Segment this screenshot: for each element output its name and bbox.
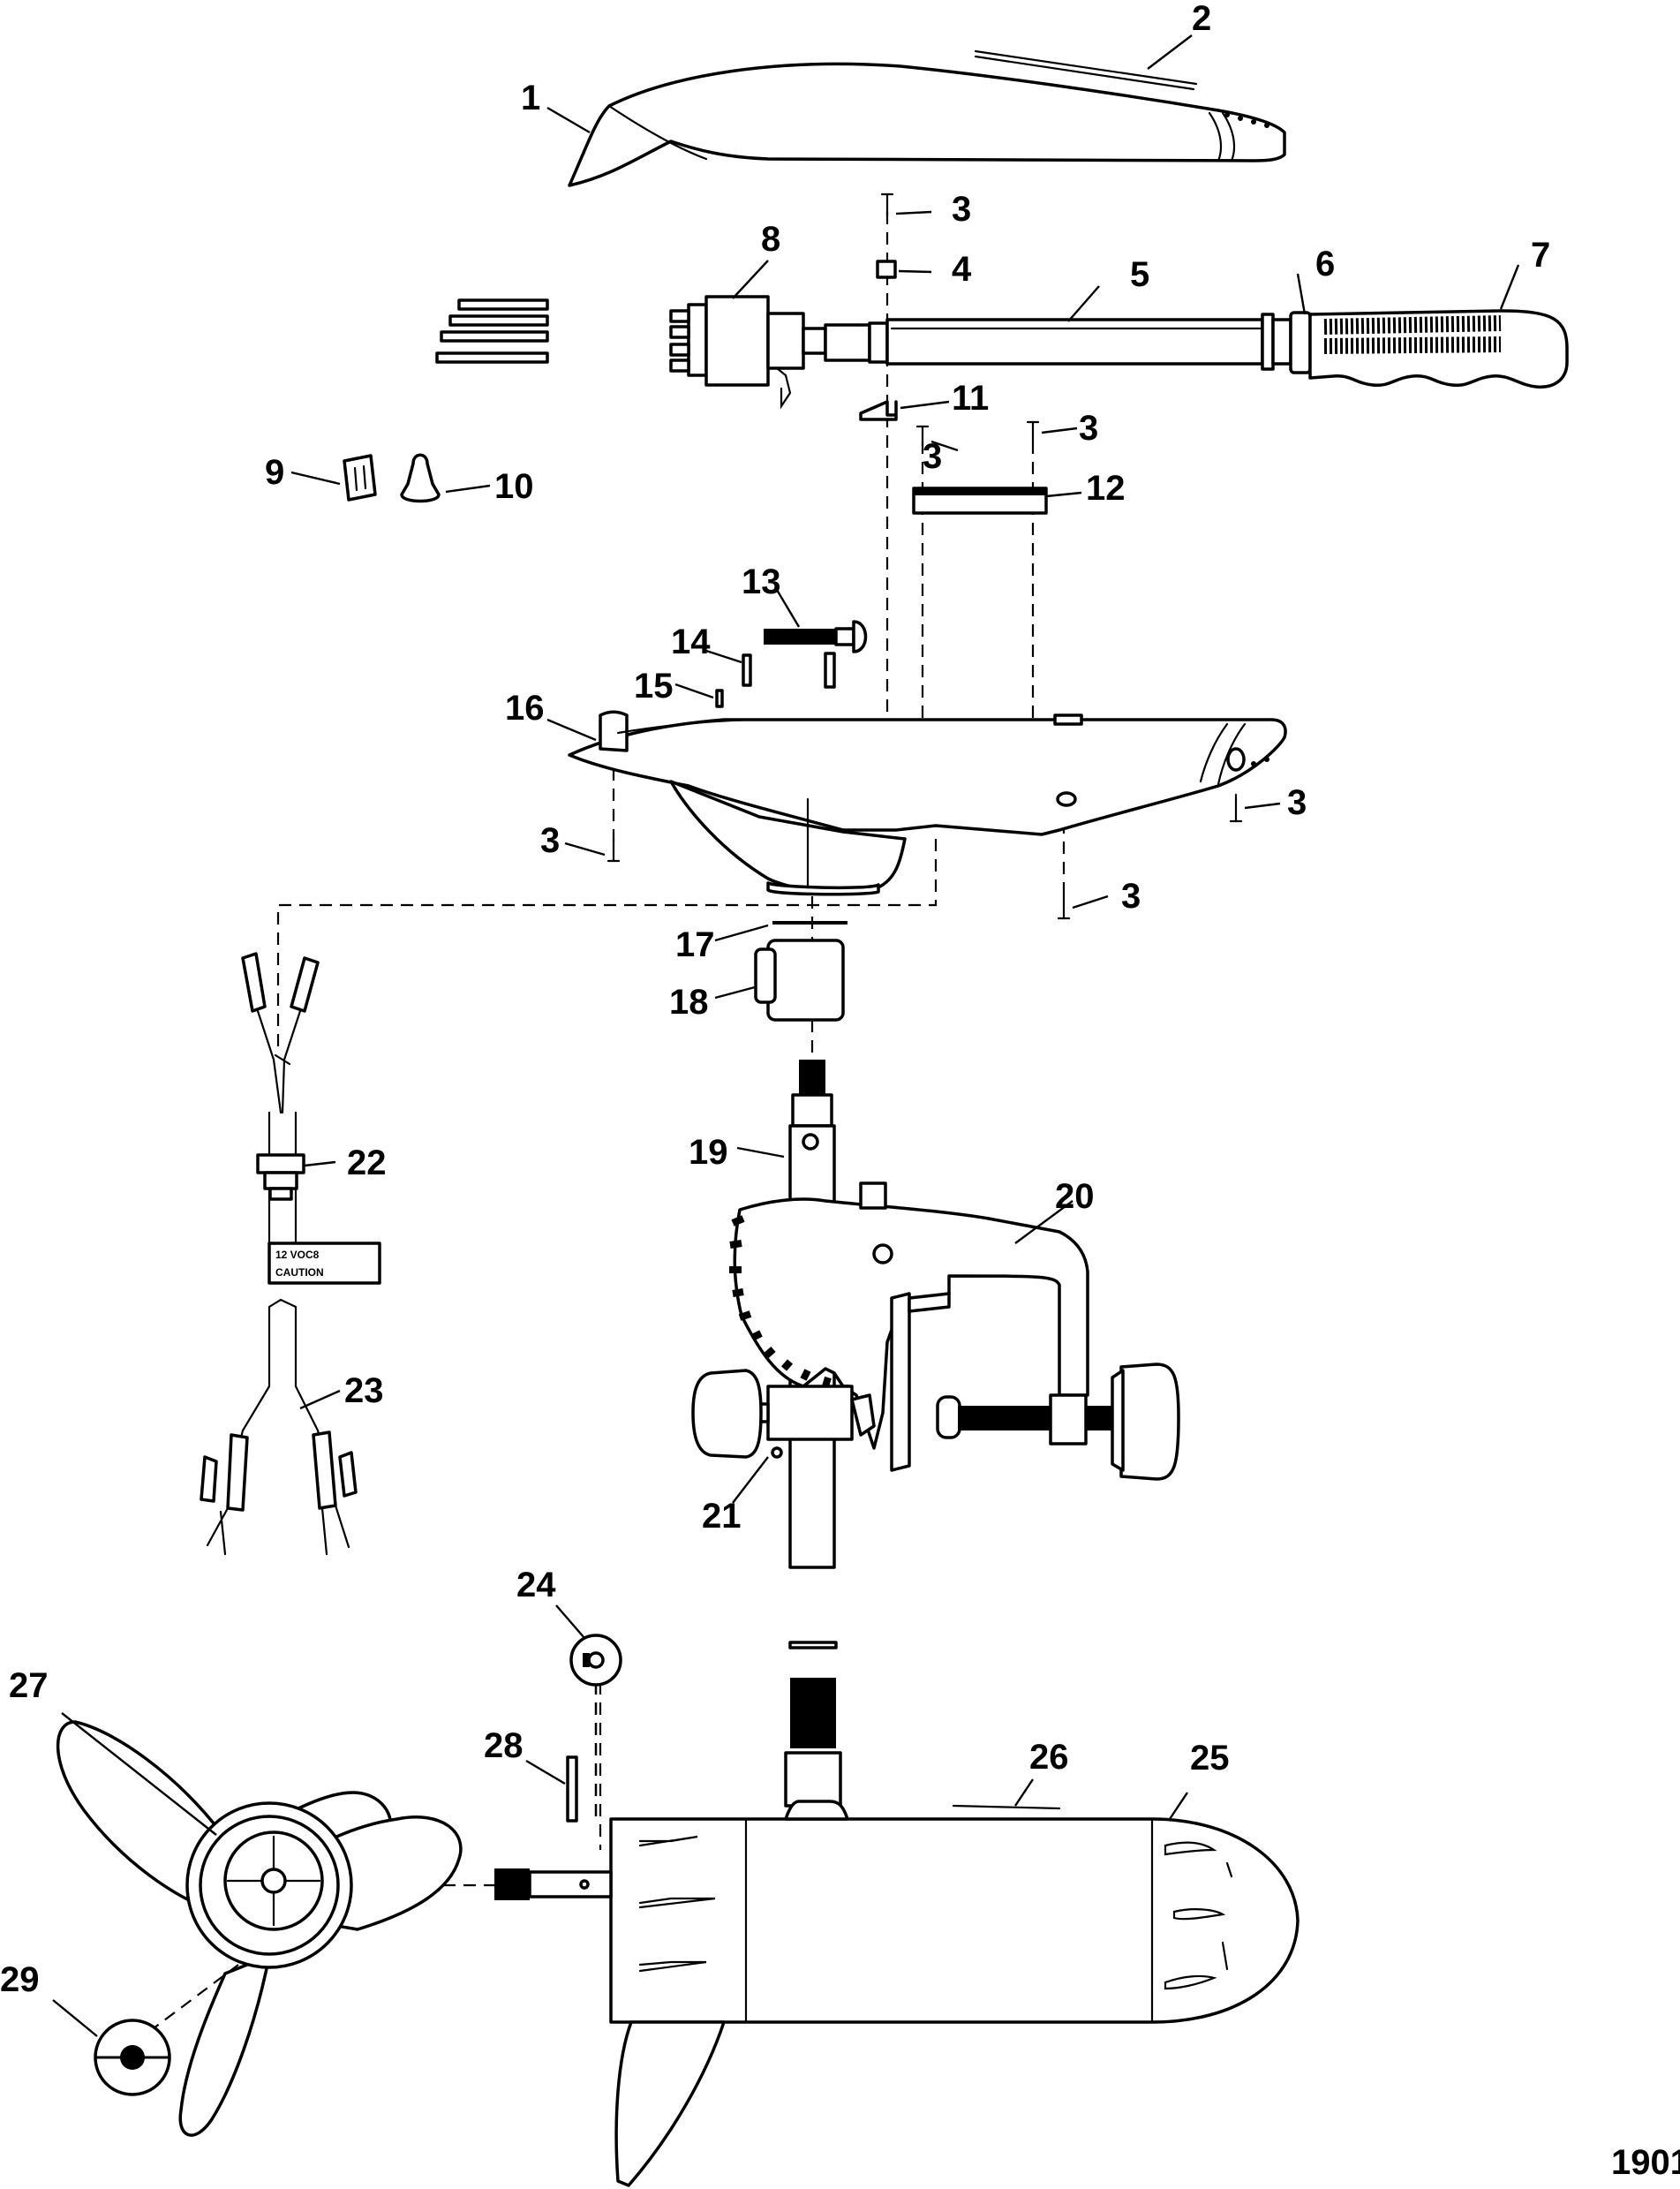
callout-15: 15 xyxy=(634,667,674,706)
callout-25: 25 xyxy=(1190,1739,1230,1778)
propeller-part-27 xyxy=(56,1720,463,2137)
washer-part-14 xyxy=(742,653,752,687)
callout-20: 20 xyxy=(1055,1177,1095,1216)
bolt-part-13 xyxy=(764,620,868,689)
screw-part-3 xyxy=(880,192,894,218)
callout-28: 28 xyxy=(484,1726,524,1765)
callout-14: 14 xyxy=(671,623,711,661)
motor-housing-part-25 xyxy=(609,1800,1300,2187)
callout-21: 21 xyxy=(702,1497,742,1536)
collar-knob-part-21 xyxy=(691,1369,876,1459)
drive-pin-part-28 xyxy=(566,1755,578,1823)
prop-nut-part-29 xyxy=(94,2019,171,2096)
callout-22: 22 xyxy=(347,1144,387,1182)
callout-26: 26 xyxy=(1029,1738,1069,1777)
callout-4: 4 xyxy=(952,250,972,289)
callout-11: 11 xyxy=(952,379,989,418)
callout-27: 27 xyxy=(9,1666,49,1705)
callout-3-d: 3 xyxy=(540,821,560,860)
callout-3-b: 3 xyxy=(923,437,942,476)
handle-grip-part-7 xyxy=(1308,309,1569,389)
callout-1: 1 xyxy=(521,79,540,117)
decal-part-26 xyxy=(952,1804,1061,1810)
pin-part-15 xyxy=(715,689,724,708)
figure-number: 1901 xyxy=(1611,2143,1680,2182)
callout-23: 23 xyxy=(344,1371,384,1410)
callout-5: 5 xyxy=(1130,255,1149,294)
power-cord-part-22: 12 VOC8 CAUTION xyxy=(241,952,381,1285)
callout-16: 16 xyxy=(505,689,545,728)
callout-7: 7 xyxy=(1531,236,1550,275)
clip-part-4 xyxy=(876,260,897,279)
collar-part-6 xyxy=(1289,311,1312,374)
callout-13: 13 xyxy=(742,562,781,601)
callout-17: 17 xyxy=(675,925,715,964)
decal-text-line1: 12 VOC8 xyxy=(275,1249,320,1261)
callout-3-e: 3 xyxy=(1287,783,1307,822)
callout-3-f: 3 xyxy=(1121,877,1141,916)
callout-3-c: 3 xyxy=(1079,409,1098,448)
tiller-tube-part-5 xyxy=(824,313,1292,371)
callout-2: 2 xyxy=(1192,0,1211,38)
callout-6: 6 xyxy=(1315,245,1335,283)
bracket-part-11 xyxy=(859,400,898,421)
wire-nut-part-10 xyxy=(400,453,441,503)
callout-24: 24 xyxy=(516,1566,556,1604)
lower-housing-part-16 xyxy=(568,710,1287,896)
callout-9: 9 xyxy=(265,453,284,492)
callout-8: 8 xyxy=(761,220,780,259)
battery-leads-part-23 xyxy=(200,1298,358,1556)
clamp-bracket-part-20 xyxy=(729,1181,1180,1481)
callout-12: 12 xyxy=(1086,469,1126,508)
top-cover-part-1 xyxy=(568,62,1286,187)
bushing-part-18 xyxy=(754,939,845,1022)
leader-lines xyxy=(52,34,1520,2037)
band-part-12 xyxy=(912,487,1048,515)
screw-part-3-b xyxy=(915,420,1040,448)
switch-assembly-part-8 xyxy=(435,295,827,410)
callout-labels: 1 2 3 4 5 6 7 8 9 10 11 12 13 14 15 16 1… xyxy=(0,0,1550,1999)
nut-part-24 xyxy=(569,1634,622,1687)
callout-3: 3 xyxy=(952,190,971,229)
screw-part-3-c xyxy=(606,793,1243,920)
callout-18: 18 xyxy=(669,983,709,1022)
callout-19: 19 xyxy=(689,1133,728,1172)
prop-shaft xyxy=(494,1868,613,1900)
decal-strip-part-2 xyxy=(974,49,1198,91)
decal-text-line2: CAUTION xyxy=(275,1266,324,1279)
connector-part-9 xyxy=(343,454,377,502)
callout-10: 10 xyxy=(494,467,534,506)
callout-29: 29 xyxy=(0,1960,40,1999)
